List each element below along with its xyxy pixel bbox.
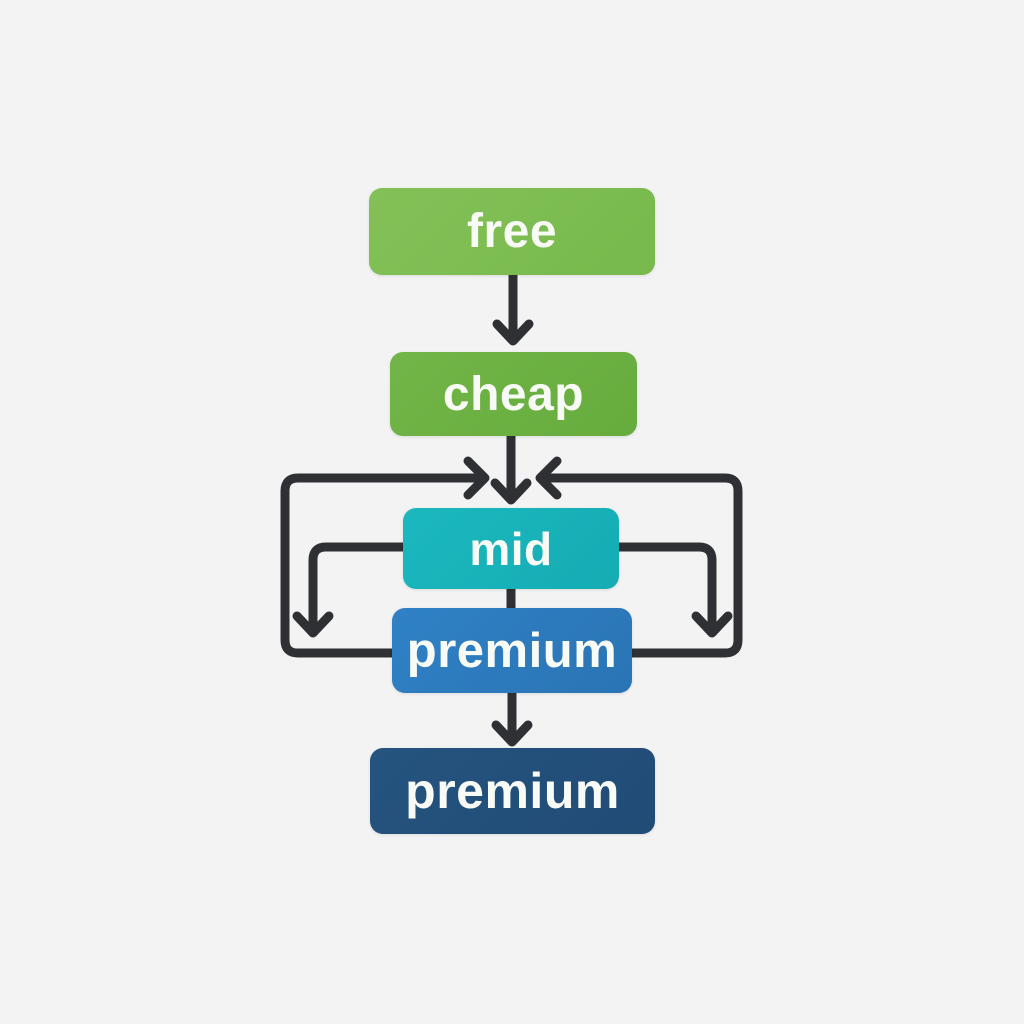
node-premium-dark: premium (370, 748, 655, 834)
edge-free-to-cheap-arrow (492, 270, 534, 346)
node-premium: premium (392, 608, 632, 693)
edge-cheap-to-mid-arrow (490, 431, 532, 505)
edge-premium-to-premium-dark-arrow (491, 688, 533, 747)
node-cheap: cheap (390, 352, 637, 436)
node-mid-label: mid (469, 522, 553, 575)
node-cheap-label: cheap (442, 367, 585, 421)
edge-mid-to-premium-right-loop-arrow (614, 542, 733, 638)
node-premium-dark-label: premium (405, 763, 620, 819)
edge-mid-to-premium-left-loop-arrow (292, 542, 408, 638)
edge-premium-to-mid-left-loop-arrow (280, 456, 490, 658)
node-premium-label: premium (406, 623, 618, 678)
node-free: free (369, 188, 655, 275)
edge-premium-to-mid-right-loop-arrow (535, 456, 743, 658)
node-free-label: free (466, 205, 558, 258)
node-mid: mid (403, 508, 619, 589)
